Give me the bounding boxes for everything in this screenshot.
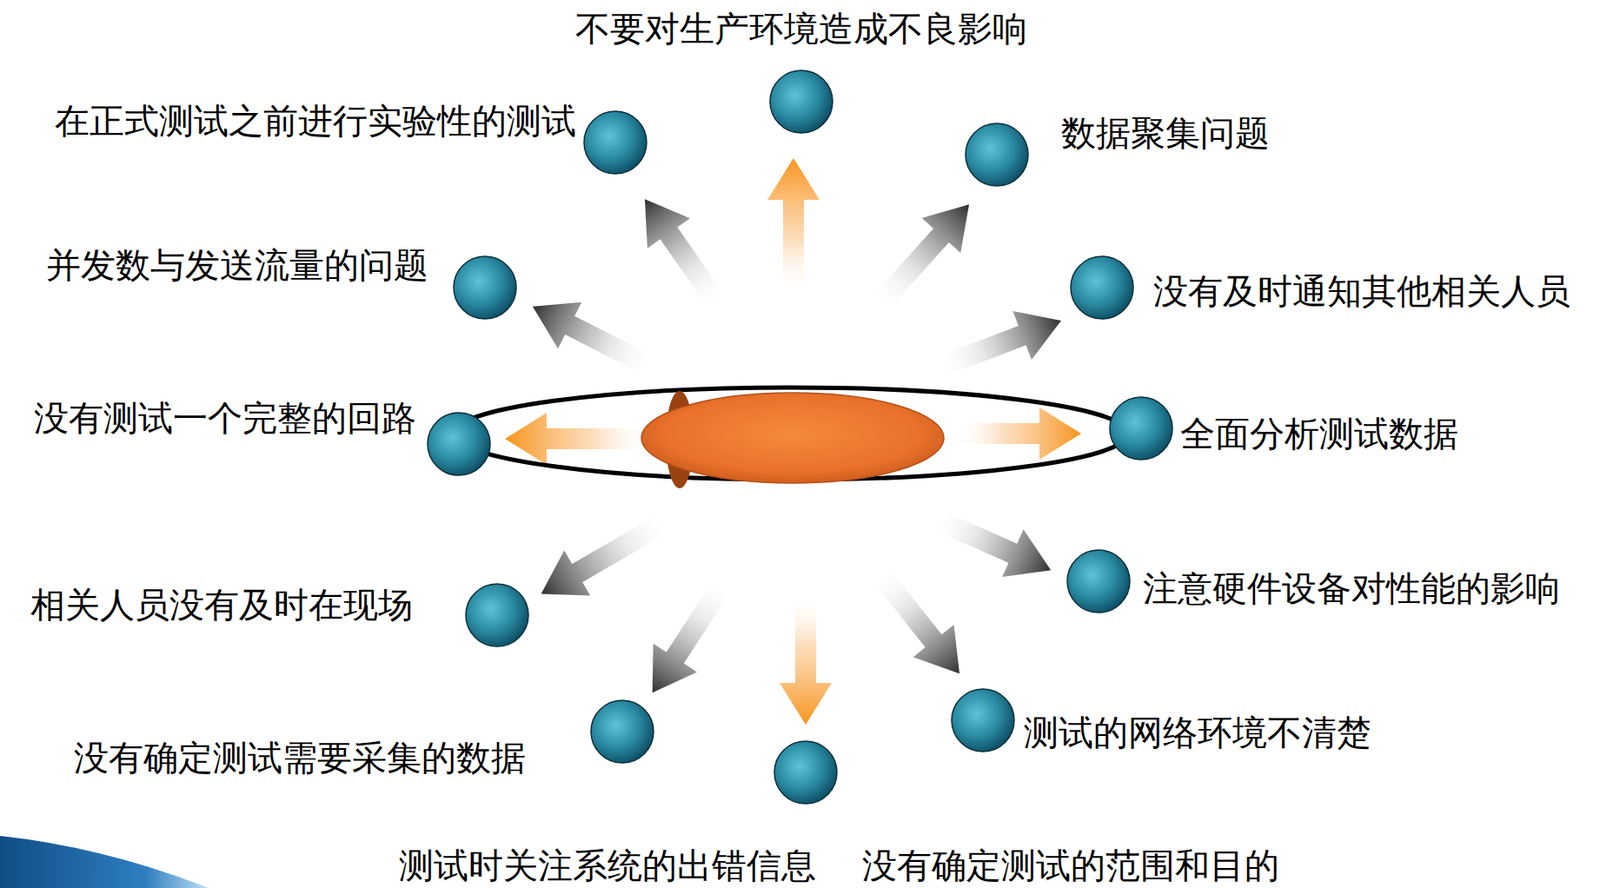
text-block: 没有确定测试需要采集的数据 (73, 737, 526, 778)
point-node: 不要对生产环境造成不良影响 (575, 8, 1028, 135)
bullet-circle (1067, 550, 1130, 613)
text-block: 测试时关注系统的出错信息 (398, 845, 817, 886)
text-block: 相关人员没有及时在现场 (30, 584, 413, 625)
bullet-circle (951, 689, 1015, 752)
bullet-circle (453, 256, 517, 319)
teal-bullet (451, 254, 518, 321)
point-node: 全面分析测试数据 (1108, 395, 1459, 462)
bullet-circle (465, 584, 529, 647)
bullet-circle (427, 412, 491, 476)
teal-bullet (1068, 254, 1136, 321)
arrow (528, 497, 682, 617)
text-block: 在正式测试之前进行实验性的测试 (54, 100, 577, 141)
point-label: 全面分析测试数据 (1180, 413, 1459, 454)
teal-bullet (963, 121, 1030, 188)
point-node: 测试时关注系统的出错信息 (398, 739, 839, 886)
corner-swoosh (0, 836, 209, 888)
point-node: 测试的网络环境不清楚 (949, 687, 1372, 754)
arrow (922, 494, 1063, 595)
bullet-circle (774, 741, 837, 804)
point-node: 没有测试一个完整的回路 (33, 398, 492, 478)
point-label: 注意硬件设备对性能的影响 (1142, 568, 1561, 609)
arrow-group (504, 158, 1082, 725)
text-block: 数据聚集问题 (1061, 112, 1270, 153)
point-label: 没有测试一个完整的回路 (33, 398, 417, 439)
point-label: 测试的网络环境不清楚 (1023, 712, 1372, 753)
teal-bullet (1065, 548, 1132, 615)
arrow (954, 407, 1082, 460)
teal-bullet (589, 698, 656, 765)
arrow (779, 591, 832, 725)
point-node: 注意硬件设备对性能的影响 (1065, 548, 1561, 615)
arrow (623, 184, 741, 321)
text-block: 并发数与发送流量的问题 (46, 245, 429, 286)
arrow (767, 158, 820, 296)
arrow (857, 554, 981, 691)
point-node: 并发数与发送流量的问题 (46, 245, 518, 321)
center-disc (641, 392, 944, 484)
teal-bullet (464, 582, 531, 649)
bullet-circle (590, 700, 654, 764)
point-label: 并发数与发送流量的问题 (46, 245, 429, 286)
text-block: 没有测试一个完整的回路 (33, 398, 417, 439)
point-node: 在正式测试之前进行实验性的测试 (54, 100, 649, 176)
point-node: 数据聚集问题 (963, 112, 1270, 188)
bullet-circle (965, 123, 1029, 186)
bullet-circle (770, 70, 833, 133)
text-block: 注意硬件设备对性能的影响 (1142, 568, 1561, 609)
arrow (858, 186, 990, 324)
teal-bullet (425, 411, 492, 478)
point-label: 测试时关注系统的出错信息 (398, 845, 817, 886)
point-node: 没有及时通知其他相关人员 (1068, 254, 1571, 321)
bullet-circle (584, 111, 647, 174)
bullet-circle (1109, 397, 1173, 460)
teal-bullet (1108, 395, 1175, 462)
teal-bullet (772, 739, 839, 806)
text-block: 测试的网络环境不清楚 (1023, 712, 1372, 753)
free-label: 没有确定测试的范围和目的 (862, 845, 1280, 886)
text-block: 没有及时通知其他相关人员 (1153, 271, 1571, 312)
text-block: 全面分析测试数据 (1180, 413, 1459, 454)
point-node: 没有确定测试需要采集的数据 (73, 698, 656, 778)
point-label: 数据聚集问题 (1061, 112, 1270, 153)
arrow (929, 296, 1070, 392)
text-block: 不要对生产环境造成不良影响 (575, 8, 1028, 49)
bullet-circle (1070, 256, 1134, 319)
point-label: 没有确定测试需要采集的数据 (73, 737, 526, 778)
teal-bullet (768, 68, 835, 135)
point-label: 没有及时通知其他相关人员 (1153, 271, 1571, 312)
label-block: 没有确定测试的范围和目的 (862, 845, 1280, 886)
arrow (504, 412, 653, 465)
teal-bullet (949, 687, 1016, 754)
arrow (520, 283, 664, 392)
point-label: 不要对生产环境造成不良影响 (575, 8, 1028, 49)
point-label: 在正式测试之前进行实验性的测试 (54, 100, 577, 141)
teal-bullet (582, 109, 649, 176)
arrow (630, 567, 748, 708)
point-node: 相关人员没有及时在现场 (30, 582, 531, 649)
point-label: 相关人员没有及时在现场 (30, 584, 413, 625)
